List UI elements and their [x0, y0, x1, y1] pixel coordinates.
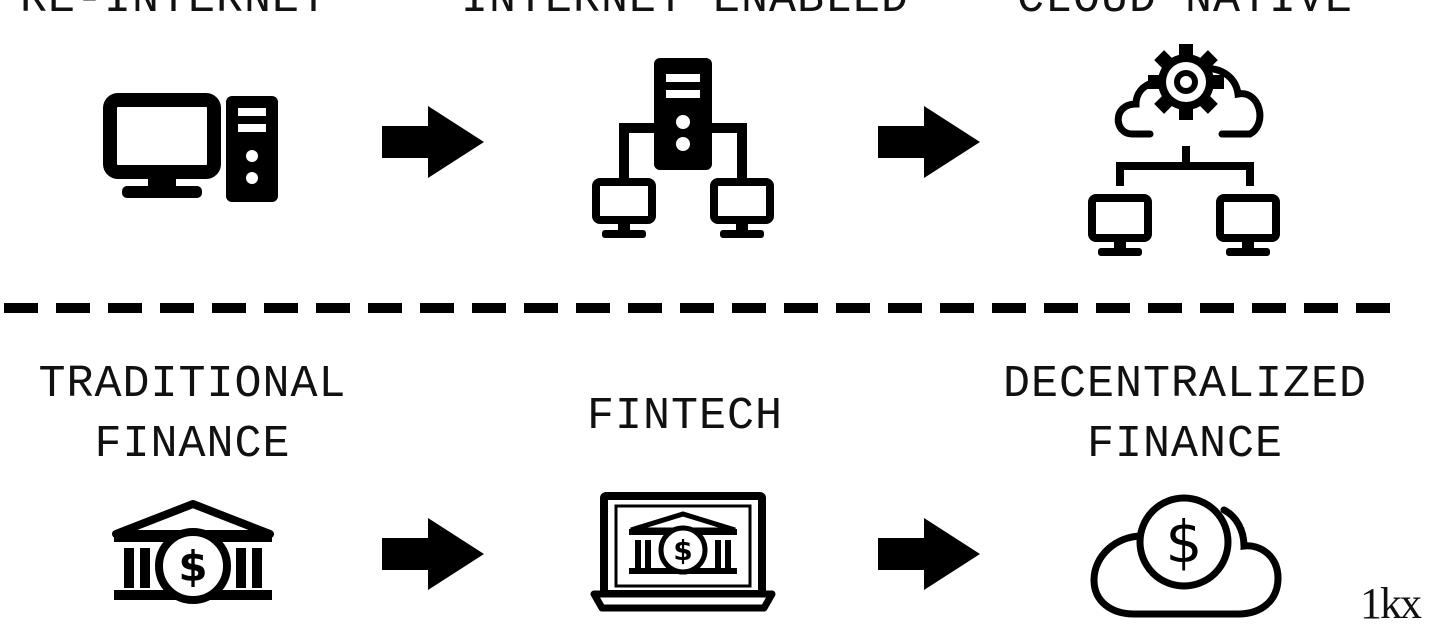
arrow-right-icon — [382, 518, 484, 590]
arrow-right-icon — [382, 106, 484, 178]
cloud-dollar-icon: $ — [1090, 494, 1282, 618]
dashed-divider — [4, 303, 1404, 313]
svg-text:$: $ — [1166, 508, 1203, 576]
cloud-gear-network-icon — [1088, 44, 1280, 256]
brand-logo: 1kx — [1360, 579, 1422, 628]
svg-text:$: $ — [178, 542, 207, 591]
stage-label-internet-enabled: INTERNET ENABLED — [430, 0, 940, 30]
server-network-icon — [592, 58, 774, 238]
stage-label-cloud-native: CLOUD NATIVE — [980, 0, 1390, 30]
stage-label-decentralized-finance: DECENTRALIZED FINANCE — [1002, 359, 1368, 470]
stage-label-fintech: FINTECH — [586, 391, 784, 442]
desktop-computer-icon — [103, 93, 278, 202]
bank-dollar-icon: $ — [112, 500, 274, 604]
arrow-right-icon — [878, 518, 980, 590]
laptop-bank-icon: $ — [590, 492, 776, 612]
stage-label-pre-internet: PRE-INTERNET — [0, 0, 400, 30]
svg-text:$: $ — [673, 534, 692, 567]
stage-label-traditional-finance: TRADITIONAL FINANCE — [38, 359, 347, 470]
arrow-right-icon — [878, 106, 980, 178]
